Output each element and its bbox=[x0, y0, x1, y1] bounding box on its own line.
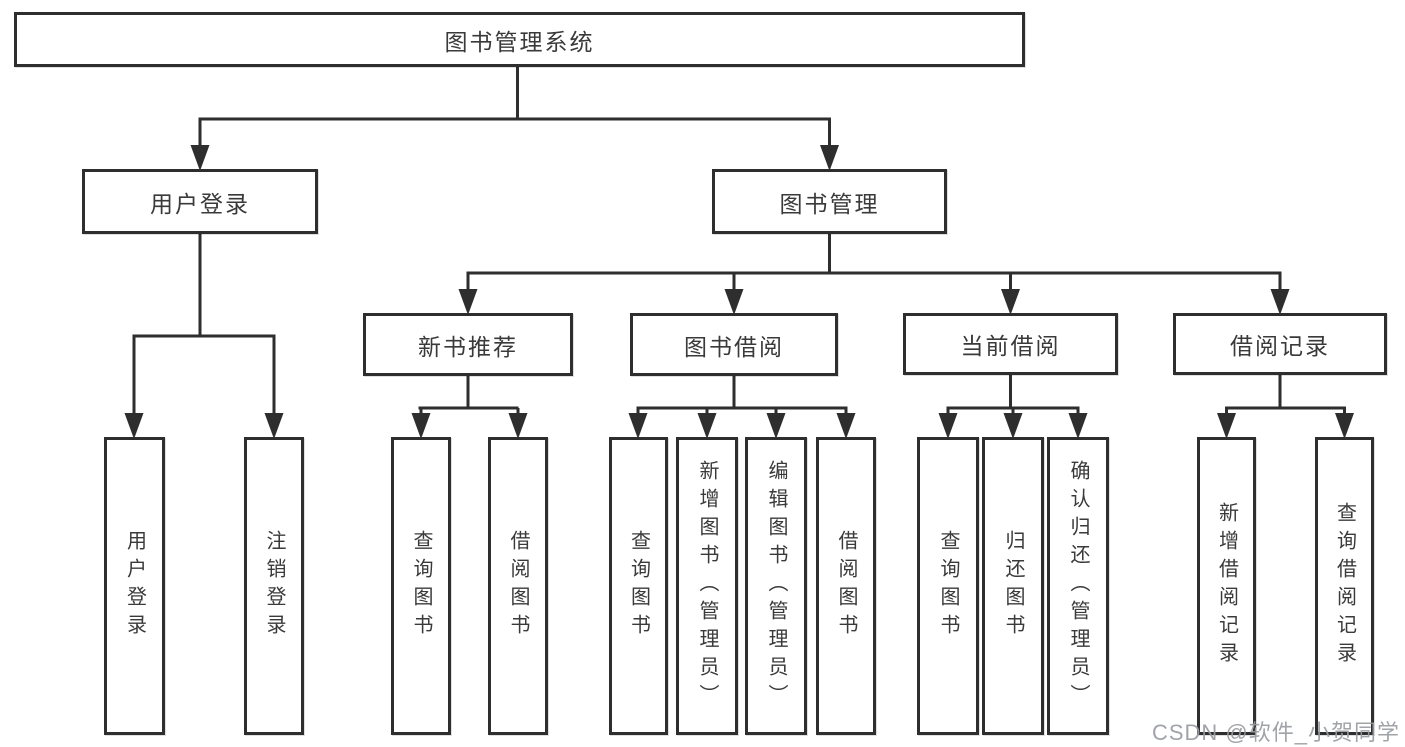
edge-user-login-split bbox=[132, 233, 276, 417]
arrow-down-icon bbox=[938, 413, 958, 439]
arrow-down-icon bbox=[411, 413, 431, 439]
edge-book-management-split bbox=[466, 233, 1282, 293]
node-label: 查询图书 bbox=[410, 530, 432, 642]
arrow-down-icon bbox=[508, 413, 528, 439]
edge-book-borrowing-split bbox=[636, 374, 848, 417]
node-leaf-return-books: 归还图书 bbox=[982, 437, 1044, 735]
node-label: 新增借阅记录 bbox=[1215, 502, 1238, 670]
arrow-down-icon bbox=[697, 413, 717, 439]
node-book-borrowing: 图书借阅 bbox=[630, 313, 838, 376]
node-label: 图书管理系统 bbox=[444, 28, 595, 55]
edge-root-split bbox=[198, 65, 831, 149]
node-label: 查询图书 bbox=[627, 530, 650, 642]
node-label: 用户登录 bbox=[150, 190, 250, 217]
node-label: 图书管理 bbox=[779, 190, 880, 217]
edge-borrowing-records-split bbox=[1225, 373, 1346, 417]
arrow-down-icon bbox=[264, 413, 284, 439]
node-leaf-user-login: 用户登录 bbox=[104, 437, 165, 735]
arrow-down-icon bbox=[1217, 413, 1236, 439]
node-label: 查询借阅记录 bbox=[1333, 502, 1356, 670]
arrow-down-icon bbox=[190, 145, 210, 171]
node-label: 新书推荐 bbox=[418, 333, 518, 360]
arrow-down-icon bbox=[724, 289, 744, 315]
node-leaf-query-books-2: 查询图书 bbox=[609, 437, 668, 735]
arrow-down-icon bbox=[1003, 413, 1023, 439]
arrow-down-icon bbox=[124, 413, 144, 439]
node-leaf-borrow-books-2: 借阅图书 bbox=[816, 437, 876, 735]
node-label: 当前借阅 bbox=[960, 333, 1061, 359]
arrow-down-icon bbox=[1335, 413, 1354, 439]
node-label: 确认归还（管理员） bbox=[1067, 460, 1089, 712]
node-library-management-system: 图书管理系统 bbox=[14, 12, 1025, 67]
node-label: 查询图书 bbox=[937, 530, 959, 642]
edge-current-borrowing-split bbox=[946, 373, 1080, 417]
arrowheads bbox=[124, 145, 1354, 439]
node-user-login: 用户登录 bbox=[82, 169, 318, 234]
node-current-borrowing: 当前借阅 bbox=[903, 313, 1118, 375]
node-label: 注销登录 bbox=[263, 530, 285, 642]
arrow-down-icon bbox=[820, 145, 839, 171]
node-leaf-query-books-1: 查询图书 bbox=[391, 437, 451, 735]
node-new-book-recommend: 新书推荐 bbox=[363, 313, 573, 376]
csdn-watermark: CSDN @软件_小贺同学 bbox=[1151, 720, 1400, 745]
arrow-down-icon bbox=[1001, 289, 1020, 315]
arrow-down-icon bbox=[628, 413, 648, 439]
arrow-down-icon bbox=[1068, 413, 1088, 439]
arrow-down-icon bbox=[836, 413, 856, 439]
node-label: 借阅记录 bbox=[1230, 333, 1330, 359]
node-label: 用户登录 bbox=[123, 530, 146, 642]
node-leaf-logout: 注销登录 bbox=[244, 437, 304, 735]
node-leaf-confirm-return-admin: 确认归还（管理员） bbox=[1047, 437, 1109, 735]
node-borrowing-records: 借阅记录 bbox=[1173, 313, 1387, 375]
node-leaf-add-borrow-record: 新增借阅记录 bbox=[1197, 437, 1256, 735]
node-leaf-borrow-books-1: 借阅图书 bbox=[488, 437, 548, 735]
node-label: 借阅图书 bbox=[507, 530, 529, 642]
connector-edges bbox=[132, 65, 1346, 417]
node-leaf-query-borrow-record: 查询借阅记录 bbox=[1315, 437, 1374, 735]
arrow-down-icon bbox=[766, 413, 786, 439]
node-leaf-query-books-3: 查询图书 bbox=[917, 437, 979, 735]
edge-new-book-split bbox=[418, 374, 520, 417]
node-leaf-edit-books-admin: 编辑图书（管理员） bbox=[745, 437, 807, 735]
arrow-down-icon bbox=[458, 289, 478, 315]
node-book-management: 图书管理 bbox=[712, 169, 947, 234]
node-label: 归还图书 bbox=[1002, 530, 1024, 642]
node-label: 图书借阅 bbox=[684, 333, 784, 360]
node-label: 借阅图书 bbox=[835, 530, 857, 642]
node-leaf-add-books-admin: 新增图书（管理员） bbox=[676, 437, 738, 735]
arrow-down-icon bbox=[1270, 289, 1290, 315]
node-label: 编辑图书（管理员） bbox=[765, 460, 787, 712]
node-label: 新增图书（管理员） bbox=[696, 460, 718, 712]
